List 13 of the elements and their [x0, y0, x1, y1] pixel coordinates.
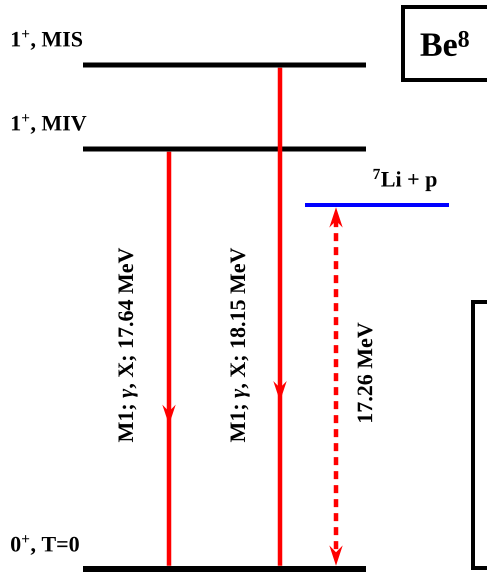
- energy-level: 0$^{+}$, T=0: [11, 535, 366, 572]
- energy-level: 1$^{+}$, MIV: [12, 114, 366, 152]
- edge-label: M1; γ, X; 17.64 MeV: [118, 248, 138, 442]
- node-label: 1$^{+}$, MIV: [12, 114, 86, 134]
- title-box: Be$^{8}$: [401, 5, 487, 82]
- frame-box: [471, 300, 487, 570]
- node-label: $^{7}$Li + p: [374, 168, 436, 192]
- node-label: 1$^{+}$, MIS: [12, 30, 82, 50]
- energy-level: $^{7}$Li + p: [305, 168, 449, 207]
- node-label: 0$^{+}$, T=0: [11, 535, 79, 555]
- edge-label: 17.26 MeV: [358, 322, 372, 422]
- energy-level: 1$^{+}$, MIS: [12, 30, 366, 68]
- edge-label: M1; γ, X; 18.15 MeV: [230, 248, 250, 442]
